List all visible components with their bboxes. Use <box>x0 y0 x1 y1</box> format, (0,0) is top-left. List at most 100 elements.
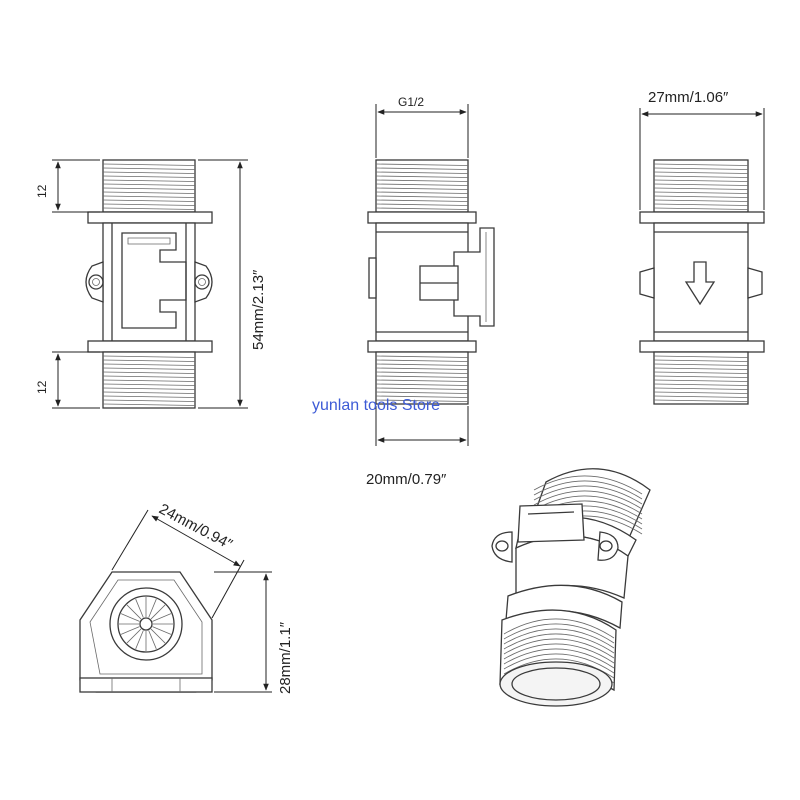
thread-line <box>653 199 749 202</box>
thread-line <box>102 199 196 202</box>
thread-line <box>375 391 469 394</box>
thread-line <box>653 179 749 182</box>
hex-flat-label: 24mm/0.94″ <box>156 501 236 554</box>
side-dimensions: G1/2 20mm/0.79″ <box>366 95 469 488</box>
thread-line <box>375 203 469 206</box>
back-dimensions: 27mm/1.06″ <box>639 89 765 210</box>
thread-line <box>102 183 196 186</box>
front-thread-bottom-label: 12 <box>35 380 49 394</box>
thread-line <box>503 643 615 664</box>
side-thread-label: G1/2 <box>398 95 424 109</box>
thread-line <box>102 175 196 178</box>
thread-line <box>653 175 749 178</box>
thread-line <box>375 207 469 210</box>
impeller-blade <box>120 626 140 635</box>
side-view <box>367 159 495 405</box>
thread-line <box>653 195 749 198</box>
thread-line <box>102 359 196 362</box>
thread-line <box>503 653 615 674</box>
thread-line <box>375 367 469 370</box>
thread-line <box>375 399 469 402</box>
impeller-blade <box>150 604 166 620</box>
thread-line <box>503 628 615 649</box>
thread-line <box>653 187 749 190</box>
impeller-blade <box>150 628 166 644</box>
thread-line <box>375 179 469 182</box>
thread-line <box>102 191 196 194</box>
thread-line <box>533 480 643 500</box>
thread-line <box>375 375 469 378</box>
impeller-blade <box>126 628 142 644</box>
thread-line <box>102 379 196 382</box>
thread-line <box>375 395 469 398</box>
impeller-blade <box>126 604 142 620</box>
impeller-blade <box>148 598 157 618</box>
thread-line <box>653 399 749 402</box>
thread-line <box>375 387 469 390</box>
thread-line <box>102 375 196 378</box>
impeller-blade <box>135 630 144 650</box>
thread-line <box>102 391 196 394</box>
thread-line <box>653 359 749 362</box>
thread-line <box>653 371 749 374</box>
thread-line <box>375 175 469 178</box>
thread-line <box>102 367 196 370</box>
thread-line <box>653 183 749 186</box>
thread-line <box>653 167 749 170</box>
thread-line <box>102 387 196 390</box>
thread-line <box>503 633 615 654</box>
hex-height-label: 28mm/1.1″ <box>277 621 294 694</box>
isometric-view <box>491 468 651 707</box>
thread-line <box>375 383 469 386</box>
thread-line <box>102 179 196 182</box>
thread-line <box>102 403 196 406</box>
thread-line <box>375 363 469 366</box>
thread-line <box>375 371 469 374</box>
thread-line <box>375 355 469 358</box>
back-width-label: 27mm/1.06″ <box>648 89 729 106</box>
side-width-label: 20mm/0.79″ <box>366 471 447 488</box>
impeller-blade <box>120 613 140 622</box>
thread-line <box>102 195 196 198</box>
front-dimensions: 12 12 54mm/2.13″ <box>35 159 267 409</box>
thread-line <box>102 163 196 166</box>
thread-line <box>375 195 469 198</box>
thread-line <box>653 395 749 398</box>
thread-line <box>533 485 643 505</box>
thread-line <box>653 355 749 358</box>
thread-line <box>375 183 469 186</box>
thread-line <box>653 375 749 378</box>
thread-line <box>375 171 469 174</box>
thread-line <box>653 391 749 394</box>
thread-line <box>653 363 749 366</box>
impeller-blade <box>148 630 157 650</box>
impeller-blade <box>152 626 172 635</box>
thread-line <box>102 355 196 358</box>
thread-line <box>653 191 749 194</box>
thread-line <box>653 367 749 370</box>
thread-line <box>375 359 469 362</box>
front-view <box>85 159 213 409</box>
thread-line <box>653 379 749 382</box>
thread-line <box>533 495 643 515</box>
thread-line <box>653 387 749 390</box>
thread-line <box>375 199 469 202</box>
thread-line <box>375 379 469 382</box>
front-thread-top-label: 12 <box>35 184 49 198</box>
thread-line <box>503 618 615 639</box>
thread-line <box>102 371 196 374</box>
thread-line <box>375 163 469 166</box>
thread-line <box>653 163 749 166</box>
flow-arrow-icon <box>684 261 716 306</box>
thread-line <box>102 383 196 386</box>
thread-line <box>102 399 196 402</box>
thread-line <box>375 187 469 190</box>
back-view <box>639 159 765 405</box>
thread-line <box>653 203 749 206</box>
impeller-blade <box>135 598 144 618</box>
thread-line <box>102 203 196 206</box>
watermark-text: yunlan tools Store <box>312 397 440 414</box>
thread-line <box>102 171 196 174</box>
